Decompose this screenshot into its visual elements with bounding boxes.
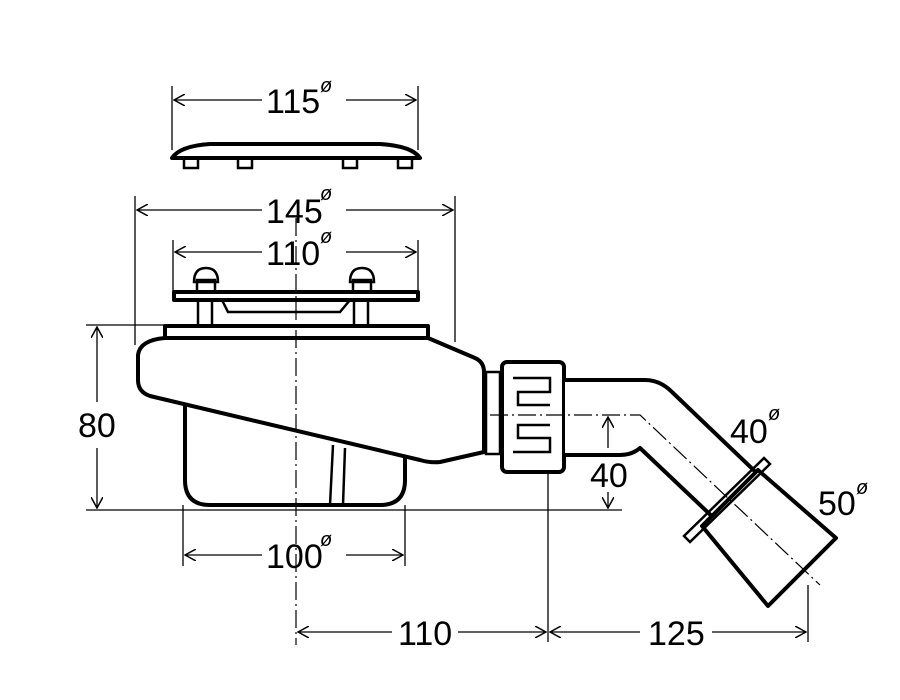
diameter-symbol: ø [320, 226, 332, 248]
outlet-height-label: 40 [590, 457, 628, 495]
drain-body [136, 336, 486, 465]
diameter-symbol: ø [320, 529, 332, 551]
diameter-symbol: ø [856, 477, 868, 499]
bowl-diameter-label: 100 [266, 538, 323, 576]
center-to-nut-label: 110 [398, 615, 452, 653]
socket-diameter-label: 50 [818, 485, 856, 523]
dimension-lines [97, 100, 806, 632]
diameter-symbol: ø [320, 75, 332, 97]
bowl-rib [328, 444, 347, 506]
diameter-symbol: ø [320, 183, 332, 205]
union-nut [484, 360, 566, 474]
nut-to-outlet-label: 125 [648, 615, 705, 653]
center-lines [295, 218, 821, 645]
flange-diameter-label: 145 [266, 193, 323, 231]
pipe-diameter-label: 40 [730, 413, 768, 451]
cover-plate [170, 142, 422, 170]
height-label: 80 [78, 407, 116, 445]
extension-lines [86, 86, 809, 642]
cover-diameter-label: 115 [266, 83, 320, 121]
diameter-symbol: ø [768, 403, 780, 425]
grate-diameter-label: 110 [266, 235, 320, 273]
